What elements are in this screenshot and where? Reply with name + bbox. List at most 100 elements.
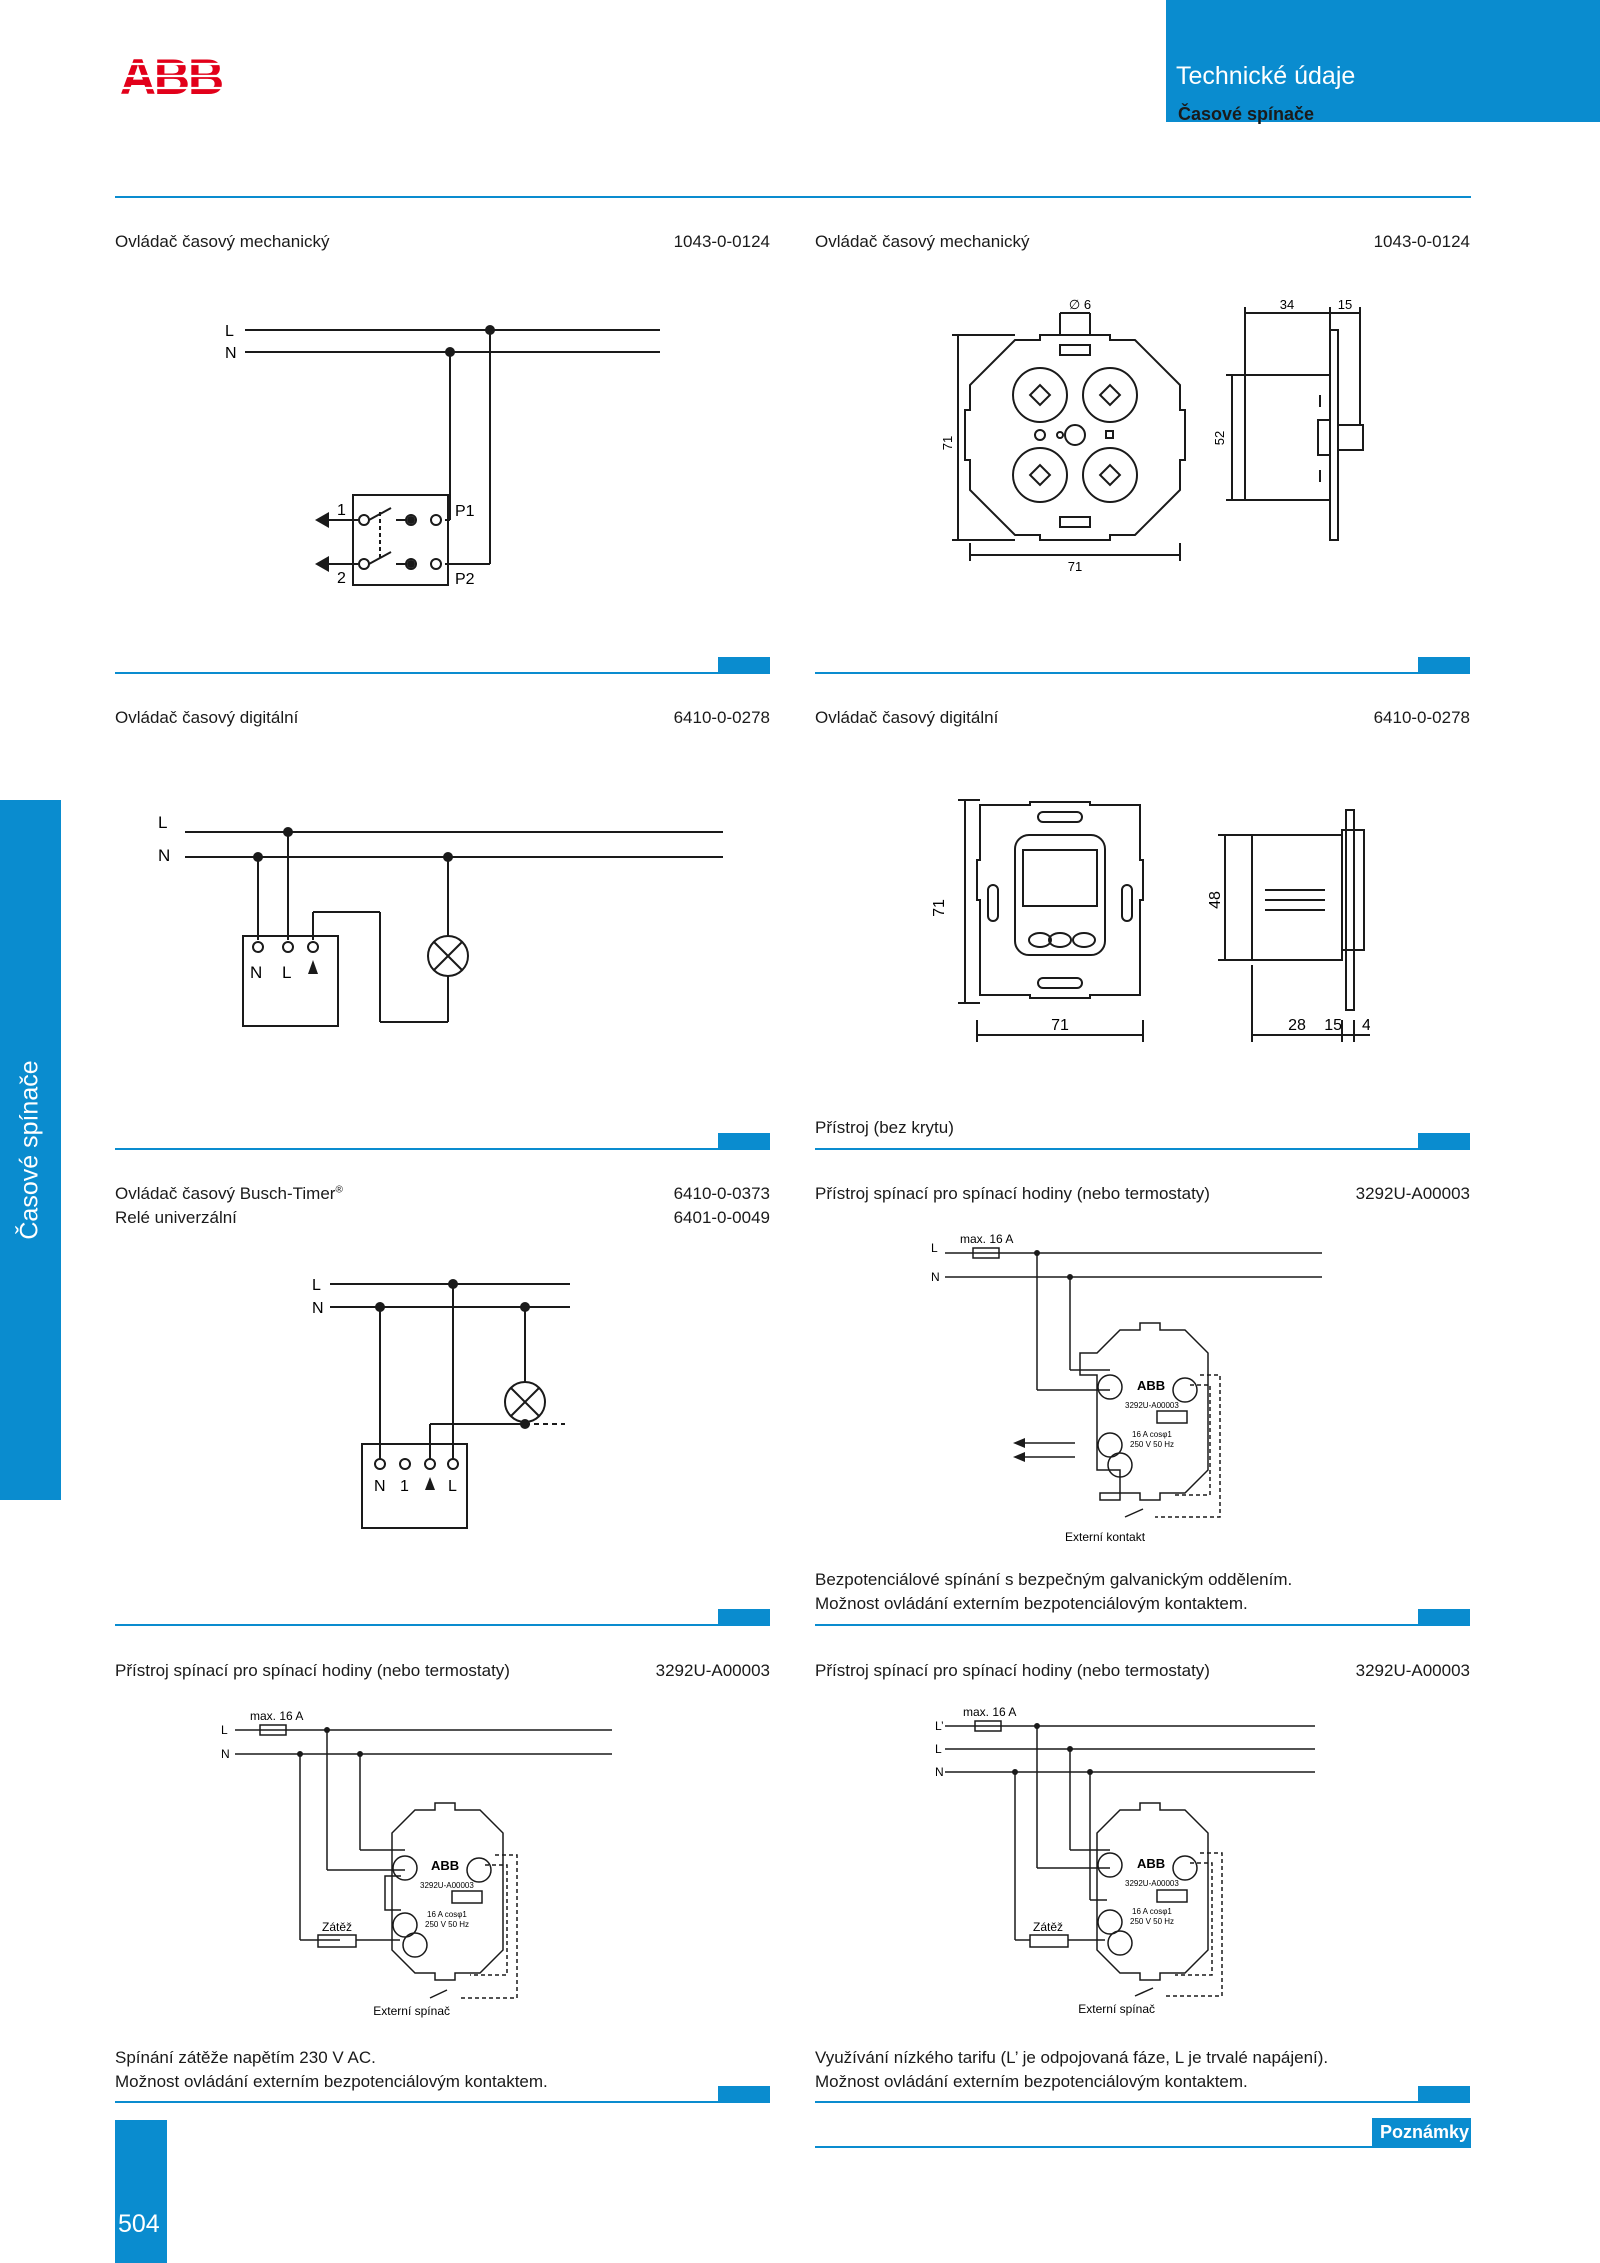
- cell-title: Přístroj spínací pro spínací hodiny (neb…: [815, 1661, 1210, 1680]
- dim-diameter: ∅ 6: [1069, 297, 1091, 312]
- dim-34: 34: [1280, 297, 1294, 312]
- busch-timer-wiring-diagram: L N N 1 L: [312, 1277, 570, 1529]
- dim-height: 71: [940, 436, 955, 450]
- label-N: N: [312, 1300, 324, 1317]
- cell-title-2: Relé univerzální: [115, 1208, 237, 1227]
- terminal-1: 1: [400, 1478, 409, 1495]
- page-subtitle: Časové spínače: [1178, 104, 1315, 124]
- device-code: 3292U-A00003: [420, 1881, 474, 1890]
- cell-code: 3292U-A00003: [655, 1661, 770, 1680]
- cell-title: Ovládač časový mechanický: [115, 232, 330, 251]
- cell-code: 1043-0-0124: [673, 232, 770, 251]
- label-terminal-1: 1: [337, 502, 346, 519]
- cell-divider: [115, 1624, 770, 1626]
- device-rating-2: 250 V 50 Hz: [1130, 1440, 1174, 1449]
- dim-width: 71: [1051, 1017, 1069, 1034]
- cell-code-2: 6401-0-0049: [673, 1208, 770, 1227]
- digital-dimensions-drawing: 71 71 48 28 15 4: [931, 799, 1370, 1042]
- fuse-label: max. 16 A: [250, 1709, 303, 1723]
- dim-15: 15: [1338, 297, 1352, 312]
- relay-low-tariff-diagram: L’ L N max. 16 A Zátěž ABB 3292U-A00003 …: [935, 1705, 1315, 2016]
- cell-title: Přístroj spínací pro spínací hodiny (neb…: [815, 1184, 1210, 1203]
- device-code: 3292U-A00003: [1125, 1401, 1179, 1410]
- label-N: N: [931, 1270, 940, 1284]
- dim-depth-52: 52: [1212, 431, 1227, 445]
- cell-tab: [1418, 1609, 1470, 1625]
- dim-28: 28: [1288, 1017, 1306, 1034]
- cell-caption-2: Možnost ovládání externím bezpotenciálov…: [815, 2072, 1248, 2091]
- cell-code: 6410-0-0373: [673, 1184, 770, 1203]
- notes-tab: [1372, 2118, 1471, 2146]
- cell-tab: [718, 1133, 770, 1149]
- page-number: 504: [118, 2210, 160, 2238]
- header-divider: [115, 196, 1471, 198]
- terminal-N: N: [374, 1478, 386, 1495]
- cell-divider: [815, 1624, 1470, 1626]
- page-number-tab: [115, 2120, 167, 2263]
- label-N: N: [935, 1765, 944, 1779]
- cell-caption: Přístroj (bez krytu): [815, 1118, 954, 1137]
- dim-4: 4: [1362, 1017, 1370, 1034]
- device-rating-1: 16 A cosφ1: [427, 1910, 467, 1919]
- load-label: Zátěž: [1033, 1920, 1063, 1934]
- cell-divider: [815, 1148, 1470, 1150]
- load-label: Zátěž: [322, 1920, 352, 1934]
- cell-divider: [815, 672, 1470, 674]
- device-code: 3292U-A00003: [1125, 1879, 1179, 1888]
- device-brand: ABB: [1137, 1856, 1165, 1871]
- cell-title: Ovládač časový mechanický: [815, 232, 1030, 251]
- cell-caption-2: Možnost ovládání externím bezpotenciálov…: [115, 2072, 548, 2091]
- cell-caption-1: Bezpotenciálové spínání s bezpečným galv…: [815, 1570, 1293, 1589]
- label-terminal-2: 2: [337, 570, 346, 587]
- cell-tab: [718, 657, 770, 673]
- device-rating-1: 16 A cosφ1: [1132, 1430, 1172, 1439]
- device-brand: ABB: [431, 1858, 459, 1873]
- label-L: L: [312, 1277, 321, 1294]
- label-L: L: [935, 1742, 942, 1756]
- cell-caption-2: Možnost ovládání externím bezpotenciálov…: [815, 1594, 1248, 1613]
- cell-title: Ovládač časový Busch-Timer®: [115, 1184, 343, 1203]
- cell-code: 3292U-A00003: [1355, 1661, 1470, 1680]
- label-P2: P2: [455, 571, 475, 588]
- header-band: [1166, 0, 1600, 122]
- cell-divider: [115, 2101, 770, 2103]
- notes-divider: [815, 2146, 1471, 2148]
- device-rating-2: 250 V 50 Hz: [425, 1920, 469, 1929]
- relay-load-diagram: L N max. 16 A Zátěž ABB 3292U-A00003 16 …: [221, 1709, 612, 2018]
- cell-tab: [1418, 2086, 1470, 2102]
- label-L-prime: L’: [935, 1719, 944, 1733]
- cell-code: 3292U-A00003: [1355, 1184, 1470, 1203]
- mechanical-wiring-diagram: L N 1 2 P1 P2: [225, 323, 660, 588]
- dim-height: 71: [931, 899, 948, 917]
- cell-title: Přístroj spínací pro spínací hodiny (neb…: [115, 1661, 510, 1680]
- dim-48: 48: [1207, 891, 1224, 909]
- terminal-L: L: [448, 1478, 457, 1495]
- dim-width: 71: [1068, 559, 1082, 574]
- mechanical-dimensions-drawing: ∅ 6 71 71 52 34 15: [940, 297, 1364, 574]
- relay-dry-contact-diagram: L N max. 16 A ABB 3292U-A00003 16 A cosφ…: [931, 1232, 1322, 1544]
- cell-title: Ovládač časový digitální: [115, 708, 299, 727]
- external-switch-label: Externí spínač: [1078, 2002, 1155, 2016]
- device-brand: ABB: [1137, 1378, 1165, 1393]
- abb-logo: ABB: [115, 50, 227, 102]
- cell-tab: [718, 1609, 770, 1625]
- section-side-tab: [0, 800, 61, 1500]
- label-N: N: [225, 345, 237, 362]
- device-rating-1: 16 A cosφ1: [1132, 1907, 1172, 1916]
- dim-15: 15: [1324, 1017, 1342, 1034]
- page-title: Technické údaje: [1176, 62, 1356, 90]
- cell-divider: [115, 672, 770, 674]
- notes-label: Poznámky: [1380, 2122, 1470, 2142]
- digital-wiring-diagram: L N N L: [158, 813, 723, 1027]
- cell-code: 6410-0-0278: [1373, 708, 1470, 727]
- label-L: L: [221, 1723, 228, 1737]
- fuse-label: max. 16 A: [963, 1705, 1016, 1719]
- label-N: N: [221, 1747, 230, 1761]
- label-L: L: [225, 323, 234, 340]
- cell-caption-1: Spínání zátěže napětím 230 V AC.: [115, 2048, 376, 2067]
- cell-divider: [115, 1148, 770, 1150]
- fuse-label: max. 16 A: [960, 1232, 1013, 1246]
- section-side-label: Časové spínače: [15, 1060, 44, 1240]
- terminal-N: N: [250, 963, 262, 982]
- label-N: N: [158, 846, 170, 865]
